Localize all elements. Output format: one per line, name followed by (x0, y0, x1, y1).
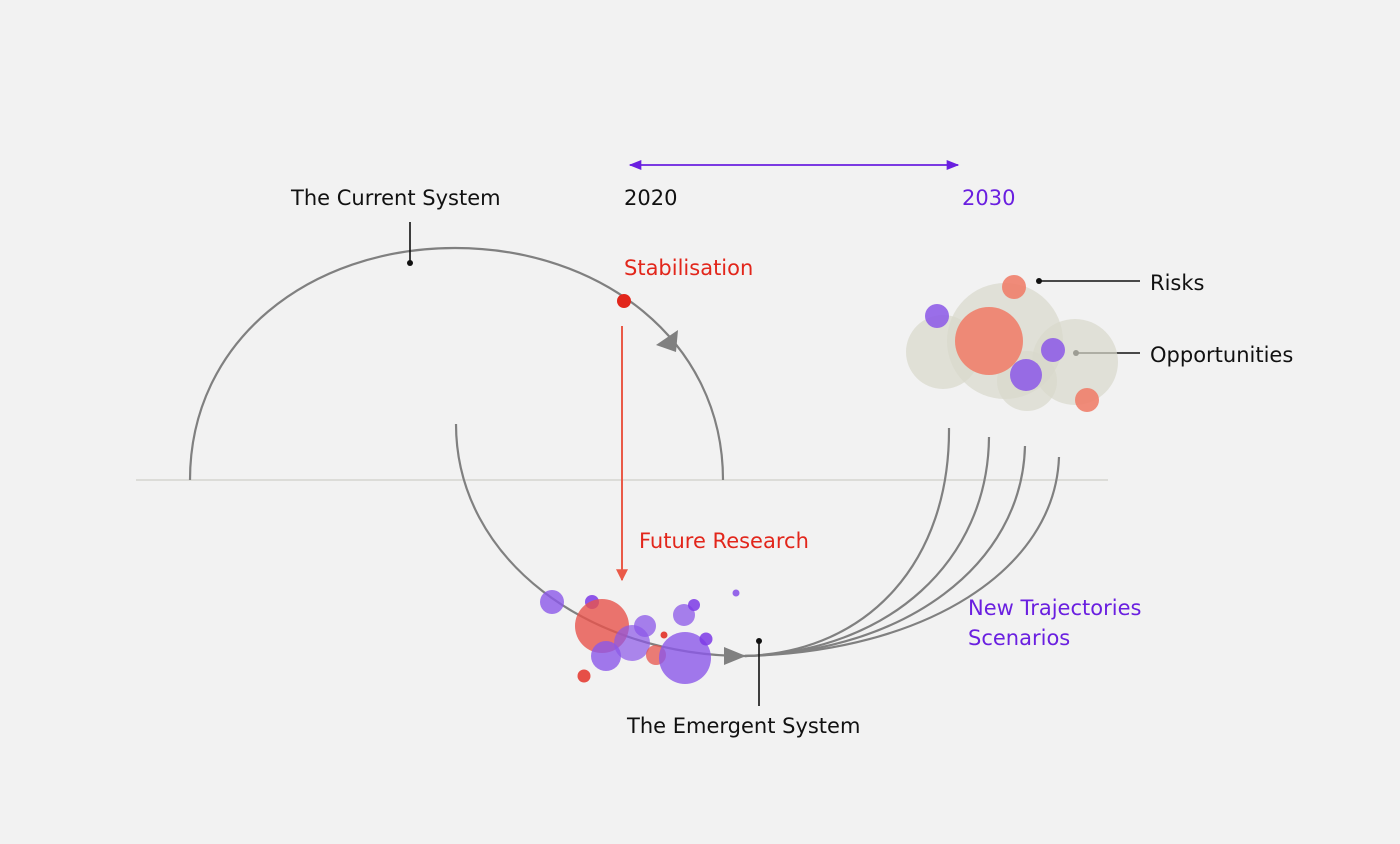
new-trajectories-label: New Trajectories (968, 596, 1141, 620)
opportunity-bubble (688, 599, 700, 611)
risks-leader-dot (1036, 278, 1042, 284)
opportunity-bubble (659, 632, 711, 684)
risk-bubble (955, 307, 1023, 375)
trajectory-curve (744, 456, 1061, 658)
opportunity-bubble (540, 590, 564, 614)
emergent-system-leader-dot (756, 638, 762, 644)
current-system-arc (188, 246, 725, 481)
risk-bubble (1075, 388, 1099, 412)
risk-bubble (660, 631, 668, 639)
risk-bubble (577, 669, 591, 683)
stabilisation-label: Stabilisation (624, 256, 753, 280)
opportunity-bubble (732, 589, 740, 597)
emergent-system-label: The Emergent System (626, 714, 860, 738)
opportunity-bubble (634, 615, 656, 637)
trajectory-curves (744, 427, 1061, 658)
scenarios-label: Scenarios (968, 626, 1070, 650)
opportunity-bubble (699, 632, 713, 646)
year-end-label: 2030 (962, 186, 1015, 210)
opportunity-bubble (1010, 359, 1042, 391)
opportunity-bubble (1041, 338, 1065, 362)
risks-label: Risks (1150, 271, 1204, 295)
stabilisation-point (617, 294, 631, 308)
opportunity-bubble (673, 604, 695, 626)
opportunity-bubble (925, 304, 949, 328)
trajectory-curve (744, 445, 1027, 658)
trajectory-curve (744, 436, 991, 658)
opportunities-label: Opportunities (1150, 343, 1293, 367)
opportunity-bubble (591, 641, 621, 671)
current-system-label: The Current System (290, 186, 501, 210)
year-start-label: 2020 (624, 186, 677, 210)
current-system-arrowhead (656, 330, 678, 352)
emergent-bubble-cluster (540, 589, 740, 684)
future-research-label: Future Research (639, 529, 809, 553)
risk-bubble (1002, 275, 1026, 299)
emergent-system-arrowhead (724, 647, 746, 665)
current-system-leader-dot (407, 260, 413, 266)
trajectory-curve (744, 427, 951, 658)
future-scenario-cloud (906, 275, 1118, 412)
